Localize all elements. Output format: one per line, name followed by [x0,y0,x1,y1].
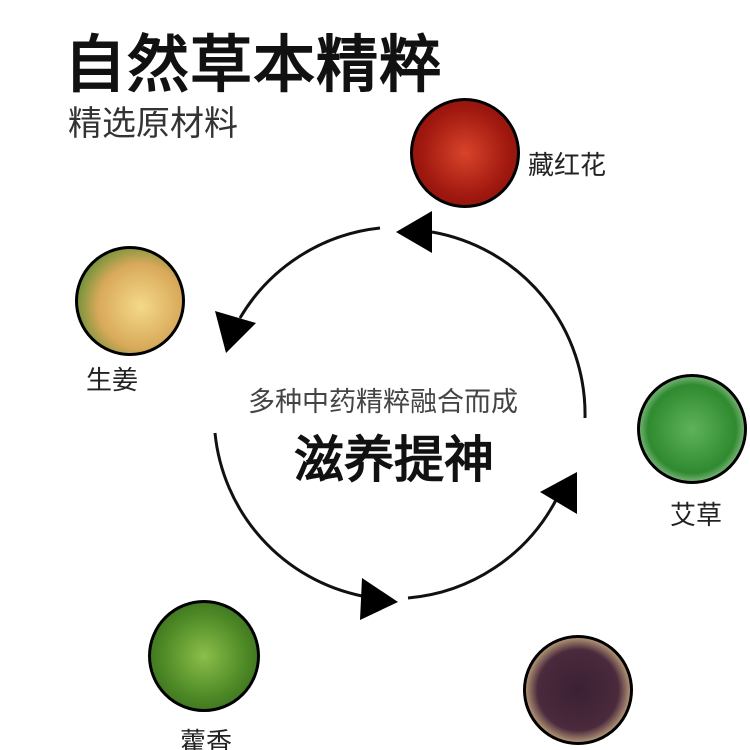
patchouli-label: 藿香 [180,728,233,750]
mugwort-label: 艾草 [670,501,723,531]
arrowhead-bottom [360,578,398,620]
saffron-label: 藏红花 [528,151,607,181]
center-headline: 滋养提神 [294,431,494,489]
arc-left [213,432,363,598]
page-subtitle: 精选原材料 [68,104,238,144]
arrowhead-top [396,211,432,253]
mugwort-photo [637,374,747,484]
patchouli-photo [148,600,260,712]
arrowhead-right [540,472,577,514]
saffron-photo [410,98,520,208]
page-title: 自然草本精粹 [64,28,443,101]
ginger-photo [75,246,185,356]
arrowhead-left [215,311,256,353]
ginger-label: 生姜 [86,366,139,396]
center-caption: 多种中药精粹融合而成 [248,387,518,418]
arc-right [431,230,587,419]
arc-top-left [238,226,381,319]
arc-bottom-right [407,499,558,600]
perilla-photo [523,635,633,745]
